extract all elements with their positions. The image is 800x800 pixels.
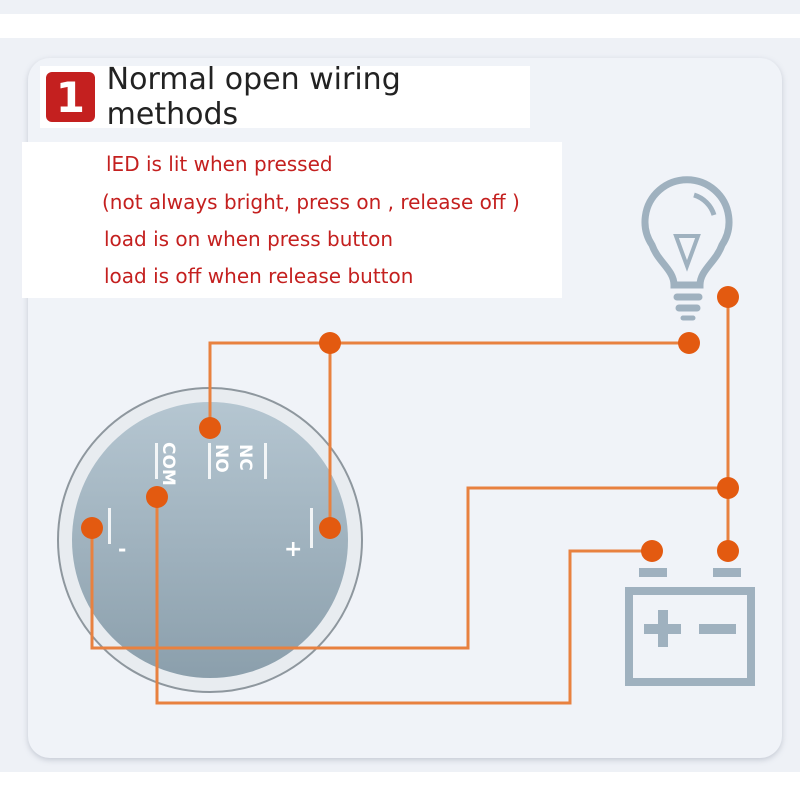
description-line: load is off when release button	[104, 264, 414, 288]
light-bulb-icon	[641, 176, 733, 321]
wire-com-to-battery-plus	[155, 497, 652, 705]
com-terminal-label: COM	[158, 442, 178, 486]
lamp-terminal-dot	[717, 286, 739, 308]
battery-minus-terminal-dot	[717, 540, 739, 562]
lamp-terminal-dot	[678, 332, 700, 354]
no-terminal-label: NO	[211, 444, 231, 473]
terminal-minus-dot	[81, 517, 103, 539]
wire-minus-to-battery-minus	[90, 486, 728, 650]
wires	[90, 297, 730, 705]
junction-dot	[717, 477, 739, 499]
title-box: 1 Normal open wiring methods	[40, 62, 530, 132]
description-line: (not always bright, press on , release o…	[102, 190, 520, 214]
push-button-switch: - COM NO NC +	[57, 387, 363, 693]
nc-terminal-label: NC	[235, 444, 255, 471]
wire-no-to-lamp	[208, 341, 689, 428]
description-line: load is on when press button	[104, 227, 394, 251]
battery-icon	[625, 568, 755, 686]
bottom-strip	[0, 772, 800, 800]
battery-plus-terminal-dot	[641, 540, 663, 562]
minus-terminal-label: -	[118, 537, 126, 561]
page-title: Normal open wiring methods	[106, 62, 401, 132]
terminal-plus-dot	[319, 517, 341, 539]
battery-minus-icon	[699, 624, 736, 634]
junction-dot	[319, 332, 341, 354]
description-line: lED is lit when pressed	[106, 152, 333, 176]
top-strip	[0, 14, 800, 38]
terminal-no-dot	[199, 417, 221, 439]
plus-terminal-label: +	[284, 537, 302, 562]
step-number-badge: 1	[46, 72, 95, 122]
terminal-com-dot	[146, 486, 168, 508]
description-box: lED is lit when pressed (not always brig…	[22, 142, 562, 298]
